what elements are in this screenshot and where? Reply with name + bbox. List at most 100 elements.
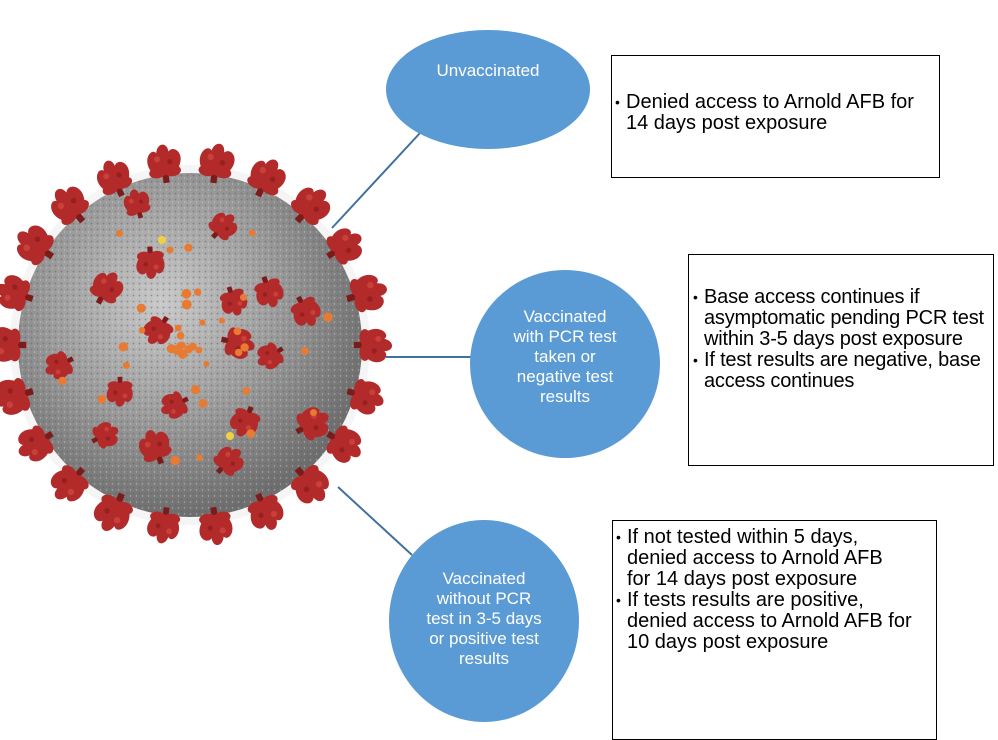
membrane-protein xyxy=(58,376,67,386)
membrane-protein xyxy=(190,385,201,395)
spike-protein xyxy=(136,246,165,279)
detail-bullet: If test results are negative, base acces… xyxy=(692,350,991,392)
spike-protein xyxy=(295,407,329,441)
membrane-protein xyxy=(310,409,318,417)
spike-protein xyxy=(161,391,189,419)
membrane-protein xyxy=(300,347,309,355)
membrane-protein xyxy=(136,303,146,313)
membrane-protein xyxy=(233,327,242,336)
membrane-protein xyxy=(323,312,333,322)
label-line: Vaccinated xyxy=(523,307,607,326)
membrane-protein xyxy=(97,394,107,404)
membrane-protein xyxy=(170,455,180,466)
label-line: with PCR test xyxy=(513,327,617,346)
connector-vaccinated-no-pcr xyxy=(337,486,413,556)
membrane-protein xyxy=(174,324,182,332)
detail-bullet: If not tested within 5 days, denied acce… xyxy=(615,527,934,590)
spike-protein xyxy=(50,465,89,502)
node-unvaccinated: Unvaccinated xyxy=(386,30,590,149)
spike-protein xyxy=(291,464,329,504)
spike-protein xyxy=(147,144,181,184)
details-box-vaccinated-pcr: Base access continues if asymptomatic pe… xyxy=(688,254,994,466)
label-line: results xyxy=(539,387,591,406)
spike-protein xyxy=(0,275,34,312)
spike-protein xyxy=(143,315,174,345)
spike-protein xyxy=(18,425,54,462)
membrane-protein xyxy=(195,346,203,354)
membrane-protein xyxy=(196,454,203,461)
spike-protein xyxy=(230,405,261,437)
spike-protein xyxy=(147,507,181,544)
spike-protein xyxy=(326,228,362,265)
membrane-protein xyxy=(218,317,226,324)
label-line: results xyxy=(458,649,510,668)
membrane-protein xyxy=(198,399,208,408)
envelope-protein xyxy=(158,236,166,244)
spike-protein xyxy=(290,295,321,326)
details-box-unvaccinated: Denied access to Arnold AFB for 14 days … xyxy=(611,55,940,178)
membrane-protein xyxy=(242,387,251,395)
detail-bullet: Base access continues if asymptomatic pe… xyxy=(692,287,991,350)
node-vaccinated-no-pcr: Vaccinated without PCR test in 3-5 days … xyxy=(389,520,579,722)
membrane-protein xyxy=(184,243,193,252)
node-vaccinated-no-pcr-label: Vaccinated without PCR test in 3-5 days … xyxy=(426,569,541,669)
detail-bullet: If tests results are positive, denied ac… xyxy=(615,590,934,653)
membrane-protein xyxy=(115,229,123,237)
label-line: Vaccinated xyxy=(442,569,526,588)
spike-protein xyxy=(106,376,133,407)
membrane-protein xyxy=(118,342,128,352)
spike-protein xyxy=(0,377,34,415)
node-unvaccinated-label: Unvaccinated xyxy=(436,60,540,80)
membrane-protein xyxy=(246,429,256,439)
spike-protein xyxy=(257,342,284,370)
membrane-protein xyxy=(176,342,184,350)
spike-protein xyxy=(93,492,133,532)
membrane-protein xyxy=(234,348,243,357)
spike-protein xyxy=(208,212,238,241)
spike-protein xyxy=(247,159,286,198)
spike-protein xyxy=(219,286,248,316)
membrane-protein xyxy=(203,360,210,367)
membrane-protein xyxy=(193,288,202,296)
node-vaccinated-pcr: Vaccinated with PCR test taken or negati… xyxy=(470,270,660,458)
spike-protein xyxy=(51,186,89,226)
spike-protein xyxy=(0,327,27,362)
membrane-protein xyxy=(239,293,247,301)
spike-protein xyxy=(198,143,235,184)
spike-protein xyxy=(199,506,233,545)
membrane-protein xyxy=(184,345,193,354)
membrane-protein xyxy=(166,344,176,354)
spike-protein xyxy=(353,328,393,363)
spike-protein xyxy=(247,492,284,530)
spike-protein xyxy=(346,379,384,415)
membrane-protein xyxy=(199,319,206,326)
membrane-protein xyxy=(240,343,249,352)
spike-protein xyxy=(139,430,172,465)
connector-unvaccinated xyxy=(331,132,421,229)
label-line: without PCR xyxy=(436,589,532,608)
spike-protein xyxy=(45,351,74,380)
spike-protein xyxy=(17,225,55,266)
membrane-protein xyxy=(177,349,188,359)
membrane-protein xyxy=(138,327,146,334)
membrane-protein xyxy=(181,299,192,310)
label-line: taken or xyxy=(534,347,596,366)
membrane-protein xyxy=(166,246,174,254)
membrane-protein xyxy=(176,331,185,340)
envelope-protein xyxy=(226,432,234,440)
membrane-protein xyxy=(122,361,130,369)
membrane-protein xyxy=(248,229,256,237)
spike-protein xyxy=(346,274,387,313)
spike-protein xyxy=(213,446,244,476)
spike-protein xyxy=(326,425,362,463)
spike-protein xyxy=(89,272,124,305)
node-vaccinated-pcr-label: Vaccinated with PCR test taken or negati… xyxy=(514,307,617,407)
details-box-vaccinated-no-pcr: If not tested within 5 days, denied acce… xyxy=(612,520,937,740)
spike-protein xyxy=(254,275,284,308)
label-line: test in 3-5 days xyxy=(426,609,542,628)
spike-protein xyxy=(97,160,133,198)
spike-protein xyxy=(123,189,151,219)
detail-bullet: Denied access to Arnold AFB for 14 days … xyxy=(614,92,937,134)
